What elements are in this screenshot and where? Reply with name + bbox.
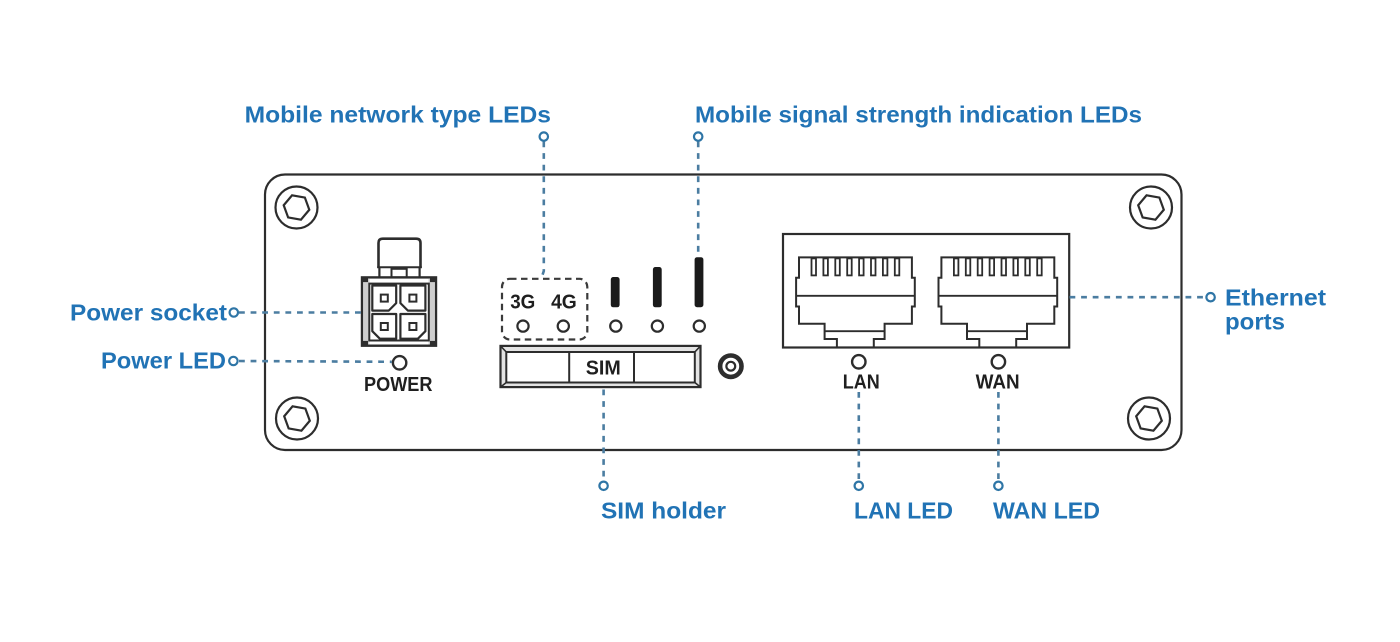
svg-text:WAN: WAN	[976, 372, 1020, 394]
svg-text:Power LED: Power LED	[101, 348, 226, 374]
svg-text:4G: 4G	[551, 292, 577, 314]
svg-text:POWER: POWER	[364, 374, 433, 396]
svg-text:3G: 3G	[510, 292, 535, 314]
svg-text:SIM holder: SIM holder	[601, 498, 726, 524]
svg-text:Power socket: Power socket	[70, 300, 227, 326]
svg-text:Mobile network type LEDs: Mobile network type LEDs	[245, 102, 551, 128]
svg-text:WAN LED: WAN LED	[993, 498, 1100, 524]
svg-text:SIM: SIM	[586, 358, 621, 380]
svg-text:LAN: LAN	[843, 372, 880, 394]
svg-text:ports: ports	[1225, 309, 1285, 335]
svg-text:LAN LED: LAN LED	[854, 498, 953, 524]
svg-text:Ethernet: Ethernet	[1225, 285, 1326, 311]
svg-text:Mobile signal strength indicat: Mobile signal strength indication LEDs	[695, 102, 1142, 128]
